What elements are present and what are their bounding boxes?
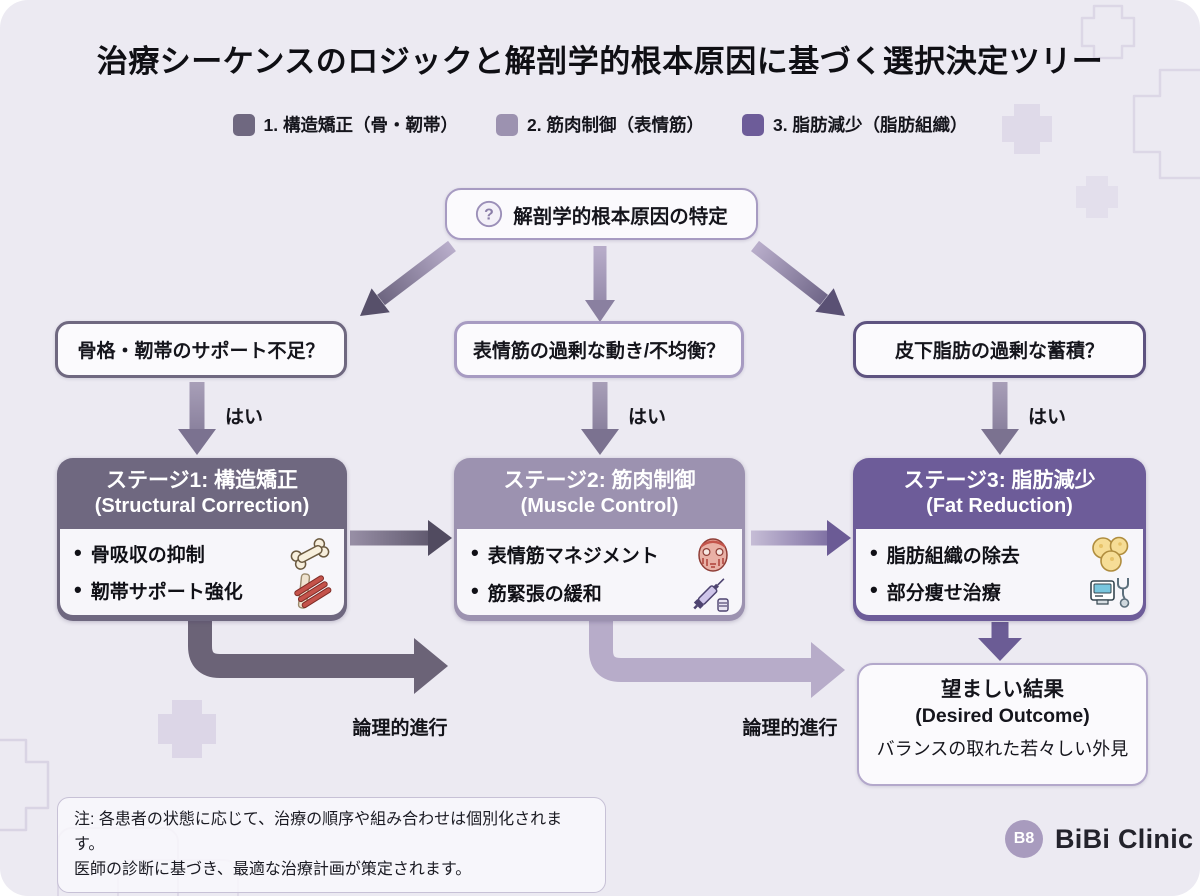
root-branch-arrows (360, 240, 845, 322)
syringe-icon (690, 572, 730, 612)
stage3-subtitle: (Fat Reduction) (926, 495, 1073, 518)
ligament-icon (294, 572, 332, 610)
outcome-subtitle: (Desired Outcome) (915, 704, 1090, 727)
stage3-title: ステージ3: 脂肪減少 (903, 468, 1096, 492)
outcome-description: バランスの取れた若々しい外見 (876, 739, 1129, 760)
legend-swatch-fat (741, 113, 764, 136)
legend: 1. 構造矯正（骨・靭帯） 2. 筋肉制御（表情筋） 3. 脂肪減少（脂肪組織） (0, 112, 1200, 137)
stage2-bullet-1: 表情筋マネジメント (471, 541, 659, 568)
decor-plus-cluster (0, 4, 1200, 896)
monitor-device-icon (1089, 572, 1131, 610)
stage-box-fat-reduction: ステージ3: 脂肪減少 (Fat Reduction) 脂肪組織の除去 (853, 458, 1146, 621)
outcome-box: 望ましい結果 (Desired Outcome) バランスの取れた若々しい外見 (857, 663, 1148, 786)
yes-label-2: はい (628, 407, 667, 428)
brand-name: BiBi Clinic (1055, 823, 1194, 854)
legend-item-structural: 1. 構造矯正（骨・靭帯） (232, 112, 459, 137)
outcome-arrow (978, 622, 1022, 661)
legend-item-muscle: 2. 筋肉制御（表情筋） (496, 112, 704, 137)
stage2-bullet-2: 筋緊張の緩和 (471, 579, 602, 606)
root-node: ? 解剖学的根本原因の特定 (445, 188, 758, 240)
question-mark-icon: ? (475, 200, 503, 228)
question-box-fat: 皮下脂肪の過剰な蓄積？ (853, 321, 1146, 378)
bibi-clinic-logo-icon: B8 (1005, 820, 1043, 858)
stage-box-muscle-control: ステージ2: 筋肉制御 (Muscle Control) 表情筋マネジメント (454, 458, 745, 621)
logical-progression-arrows (188, 618, 845, 698)
stage1-body: 骨吸収の抑制 靭帯サポート強化 (60, 529, 344, 615)
stage1-title: ステージ1: 構造矯正 (105, 468, 299, 492)
stage-progress-arrows (350, 520, 851, 556)
legend-label-fat: 3. 脂肪減少（脂肪組織） (772, 115, 968, 135)
legend-item-fat: 3. 脂肪減少（脂肪組織） (741, 112, 968, 137)
stage1-bullet-2: 靭帯サポート強化 (74, 577, 243, 604)
progression-label-2: 論理的進行 (742, 718, 838, 739)
page-title: 治療シーケンスのロジックと解剖学的根本原因に基づく選択決定ツリー (96, 44, 1104, 79)
note-line-1: 注: 各患者の状態に応じて、治療の順序や組み合わせは個別化されます。 (74, 811, 563, 853)
yes-label-3: はい (1028, 407, 1067, 428)
yes-label-1: はい (225, 407, 264, 428)
stage3-header: ステージ3: 脂肪減少 (Fat Reduction) (856, 458, 1143, 529)
stage2-header: ステージ2: 筋肉制御 (Muscle Control) (457, 458, 742, 529)
note-line-2: 医師の診断に基づき、最適な治療計画が策定されます。 (74, 860, 472, 878)
stage3-bullet-1: 脂肪組織の除去 (870, 541, 1020, 568)
note-box: 注: 各患者の状態に応じて、治療の順序や組み合わせは個別化されます。 医師の診断… (57, 797, 606, 894)
question-box-muscle: 表情筋の過剰な動き/不均衡？ (454, 321, 744, 378)
stage2-subtitle: (Muscle Control) (520, 495, 679, 518)
stage1-subtitle: (Structural Correction) (94, 495, 310, 518)
stage3-body: 脂肪組織の除去 部分痩せ治療 (856, 529, 1143, 615)
root-node-label: 解剖学的根本原因の特定 (513, 205, 728, 228)
stage2-body: 表情筋マネジメント 筋緊張の緩 (457, 529, 742, 615)
legend-swatch-structural (232, 113, 255, 136)
fat-cells-icon (1089, 536, 1131, 572)
facial-muscle-icon (696, 536, 730, 572)
legend-label-structural: 1. 構造矯正（骨・靭帯） (263, 115, 459, 135)
stage1-header: ステージ1: 構造矯正 (Structural Correction) (60, 458, 344, 529)
stage-box-structural-correction: ステージ1: 構造矯正 (Structural Correction) 骨吸収の… (57, 458, 347, 621)
outcome-title: 望ましい結果 (941, 678, 1064, 701)
yes-arrows (178, 382, 1019, 455)
stage3-bullet-2: 部分痩せ治療 (870, 578, 1001, 605)
svg-text:?: ? (484, 207, 494, 224)
logo-glyph: B8 (1013, 830, 1035, 847)
stage1-bullet-1: 骨吸収の抑制 (74, 540, 205, 567)
legend-swatch-muscle (496, 113, 519, 136)
progression-label-1: 論理的進行 (352, 718, 448, 739)
bone-icon (288, 537, 332, 571)
brand-footer: B8 BiBi Clinic (1005, 820, 1193, 858)
question-box-skeletal: 骨格・靭帯のサポート不足？ (55, 321, 347, 378)
legend-label-muscle: 2. 筋肉制御（表情筋） (527, 115, 704, 135)
stage2-title: ステージ2: 筋肉制御 (503, 468, 696, 492)
